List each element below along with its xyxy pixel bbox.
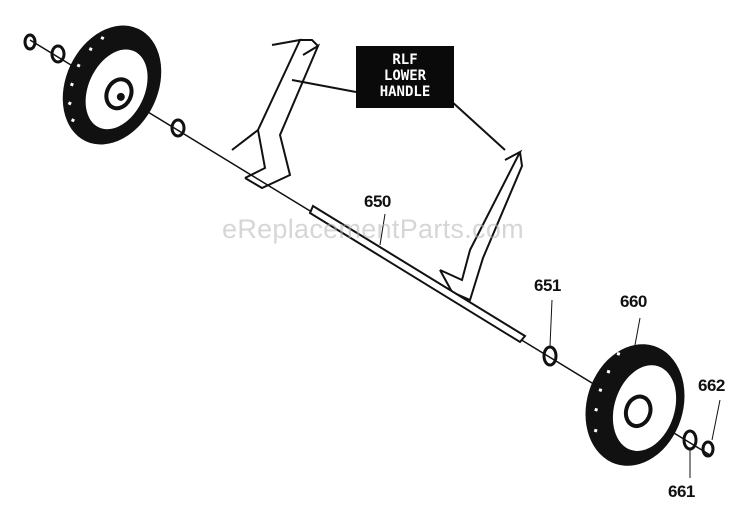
wheel-left <box>62 25 162 145</box>
part-label-661: 661 <box>668 482 695 501</box>
washer-left-inner <box>170 118 186 138</box>
part-label-662: 662 <box>698 376 725 395</box>
clip-left <box>23 33 37 51</box>
part-label-650: 650 <box>364 192 391 211</box>
callout-line-1: RLF <box>392 52 418 68</box>
axle-rod <box>308 204 527 344</box>
washer-left <box>50 44 66 64</box>
part-label-660: 660 <box>620 292 647 311</box>
leader-line-right <box>449 99 506 151</box>
clip-662 <box>701 440 715 458</box>
ref-lower-handle-callout: RLF LOWER HANDLE <box>356 46 454 108</box>
callout-line-3: HANDLE <box>379 84 431 100</box>
washer-661 <box>682 429 698 451</box>
part-label-651: 651 <box>534 276 561 295</box>
washer-651 <box>542 345 558 367</box>
lower-handle <box>231 38 524 302</box>
watermark: eReplacementParts.com <box>222 214 524 244</box>
callout-line-2: LOWER <box>383 68 427 84</box>
wheel-right <box>585 344 685 466</box>
leader-line-left <box>291 79 357 93</box>
